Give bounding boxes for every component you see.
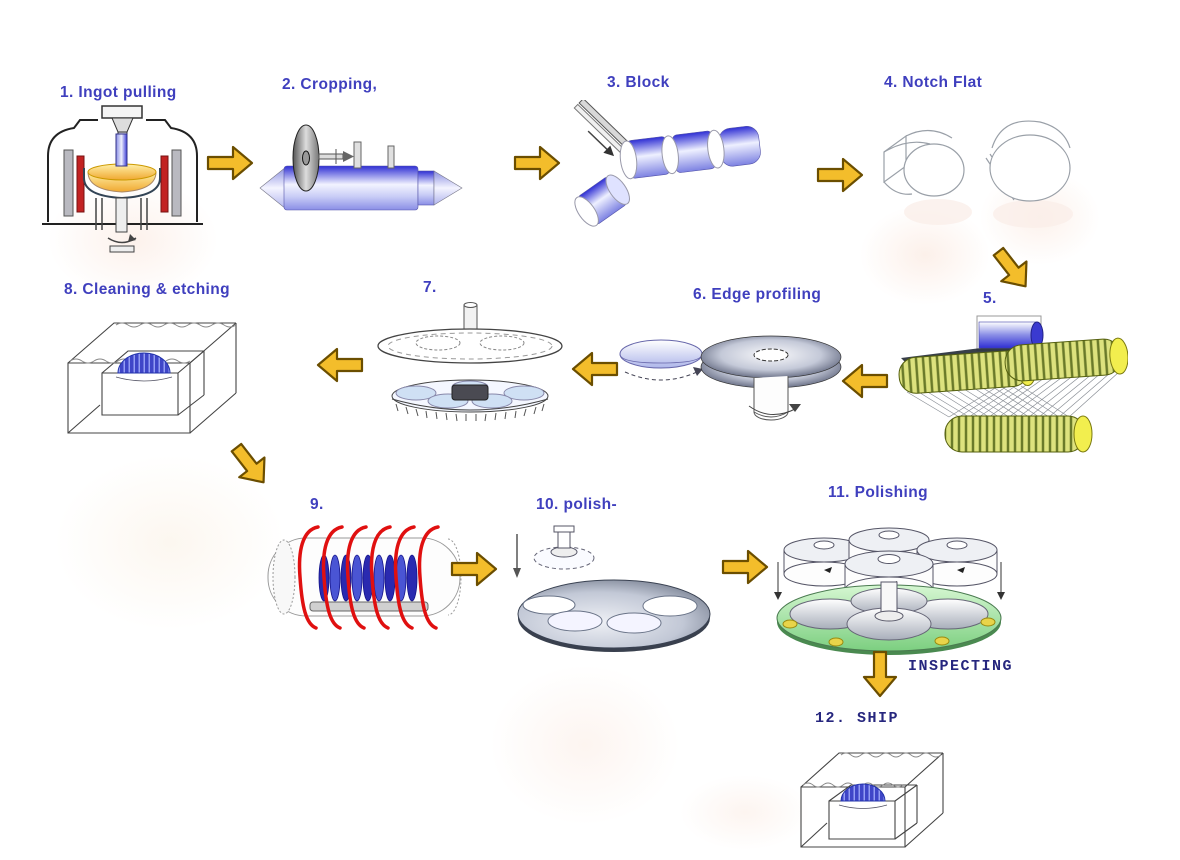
shipping-box-illustration: [800, 752, 944, 848]
annealing-furnace-illustration: [267, 525, 462, 630]
step-5-wire-saw: 5.: [893, 290, 1128, 462]
flow-arrow-3-4: [816, 156, 864, 194]
step-3-block: 3. Block: [563, 74, 775, 240]
step-11-polishing: 11. Polishing: [772, 484, 1007, 658]
step-1-ingot-pulling: 1. Ingot pulling: [40, 84, 205, 256]
notch-flat-ingots-illustration: [883, 120, 1073, 228]
flow-arrow-2-3: [513, 144, 561, 182]
step-4-notch-flat: 4. Notch Flat: [868, 74, 1080, 230]
flow-arrow-10-11: [721, 548, 769, 586]
block-cutting-illustration: [573, 100, 761, 227]
step-6-edge-profiling: 6. Edge profiling: [613, 286, 848, 444]
step-6-label: 6. Edge profiling: [693, 286, 822, 303]
step-7-lapping: 7.: [368, 279, 573, 426]
flow-arrow-6-7: [571, 350, 619, 388]
step-5-label: 5.: [983, 290, 997, 307]
step-2-label: 2. Cropping,: [282, 76, 378, 93]
step-2-cropping: 2. Cropping,: [256, 76, 468, 222]
step-1-label: 1. Ingot pulling: [60, 84, 177, 101]
step-10-label: 10. polish-: [536, 496, 618, 513]
cropping-saw-illustration: [259, 124, 463, 211]
background-blob: [490, 665, 680, 825]
step-10-polish-mounting: 10. polish-: [502, 496, 717, 652]
step-4-label: 4. Notch Flat: [884, 74, 983, 91]
step-8-cleaning-etching: 8. Cleaning & etching: [58, 281, 243, 446]
flow-arrow-8-9: [226, 442, 274, 484]
inspecting-label: INSPECTING: [908, 658, 1014, 675]
background-blob: [680, 775, 810, 850]
flow-arrow-4-5: [988, 246, 1036, 288]
cz-puller-illustration: [42, 105, 203, 253]
step-9-label: 9.: [310, 496, 324, 513]
lapping-machine-illustration: [377, 302, 563, 422]
step-11-label: 11. Polishing: [828, 484, 928, 501]
step-12-ship: 12. SHIP: [793, 710, 948, 855]
flow-arrow-inspecting: [856, 650, 902, 698]
flow-arrow-9-10: [450, 550, 498, 588]
step-9-annealing: 9.: [262, 496, 467, 634]
polish-mounting-plate-illustration: [513, 525, 711, 652]
edge-profiling-illustration: [619, 335, 842, 421]
step-3-label: 3. Block: [607, 74, 670, 91]
step-12-label: 12. SHIP: [815, 710, 900, 727]
cleaning-etching-tank-illustration: [67, 322, 237, 434]
flow-arrow-5-6: [841, 362, 889, 400]
flow-arrow-7-8: [316, 346, 364, 384]
flow-arrow-1-2: [206, 144, 254, 182]
polishing-machine-illustration: [774, 527, 1005, 655]
step-8-label: 8. Cleaning & etching: [64, 281, 231, 298]
step-7-label: 7.: [423, 279, 437, 296]
wire-saw-illustration: [898, 315, 1128, 453]
